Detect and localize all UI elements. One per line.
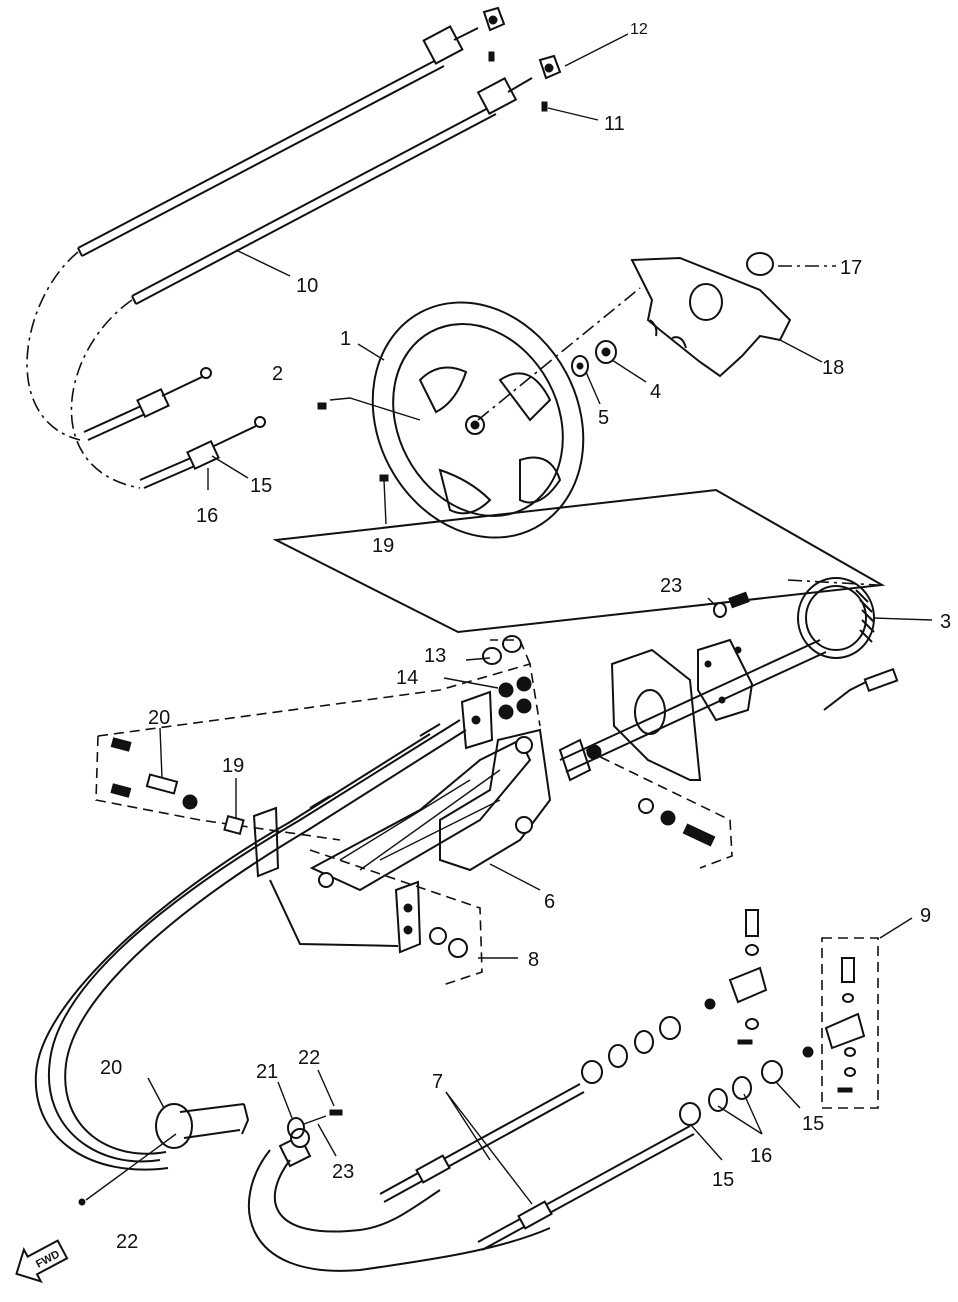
cable-end-hardware-lower — [679, 1046, 814, 1126]
steering-shaft — [559, 638, 827, 781]
decal — [746, 252, 774, 276]
label-part-11: 11 — [604, 113, 625, 135]
dashed-group-right — [585, 749, 733, 869]
label-part-19-left: 19 — [222, 755, 244, 777]
dashed-group-left — [95, 735, 341, 841]
dashed-group-8 — [309, 849, 483, 987]
label-part-19-top: 19 — [372, 535, 394, 557]
clevis-kit-9 — [824, 957, 866, 1093]
bolt-23-upper — [713, 591, 750, 618]
wheel-nut-washer — [571, 340, 617, 377]
forward-direction-badge: FWD — [15, 1239, 69, 1283]
upper-support-block — [460, 690, 494, 750]
steering-wheel — [371, 301, 585, 539]
label-part-10: 10 — [296, 275, 318, 297]
label-part-16-top: 16 — [196, 505, 218, 527]
label-part-21: 21 — [256, 1061, 278, 1083]
label-part-6: 6 — [544, 891, 555, 913]
label-part-23-top: 23 — [660, 575, 682, 597]
steering-bracket — [309, 728, 602, 892]
label-part-17: 17 — [840, 257, 862, 279]
label-part-22-lower: 22 — [116, 1231, 138, 1253]
part-2-screw — [317, 397, 421, 421]
label-part-2: 2 — [272, 363, 283, 385]
leader-lines — [147, 33, 933, 1161]
bolt-lower-right — [823, 667, 899, 711]
lower-fasteners — [78, 1109, 343, 1206]
cable-loop-lower — [247, 1083, 695, 1272]
label-part-20-left: 20 — [148, 707, 170, 729]
label-part-15-lower: 15 — [712, 1169, 734, 1191]
label-part-16-lower: 16 — [750, 1145, 772, 1167]
cable-end-hardware-upper — [581, 909, 768, 1084]
label-part-13: 13 — [424, 645, 446, 667]
throttle-cables-top — [26, 6, 562, 489]
part-number-labels: 12 11 10 17 1 2 18 4 5 15 16 19 23 3 13 … — [100, 21, 951, 1253]
label-part-1: 1 — [340, 328, 351, 350]
right-small-parts — [638, 798, 716, 847]
dashed-group-upper — [97, 662, 541, 737]
cable-clamp-block — [252, 806, 468, 958]
label-part-12: 12 — [630, 21, 648, 38]
label-part-15-right: 15 — [802, 1113, 824, 1135]
label-part-3: 3 — [940, 611, 951, 633]
cable-end-fitting-lower — [476, 54, 562, 115]
cable-grommet — [155, 1103, 250, 1149]
control-cables-routing — [34, 719, 467, 1171]
label-part-4: 4 — [650, 381, 661, 403]
label-part-8: 8 — [528, 949, 539, 971]
label-part-22-upper: 22 — [298, 1047, 320, 1069]
label-part-9: 9 — [920, 905, 931, 927]
label-part-18: 18 — [822, 357, 844, 379]
label-part-7: 7 — [432, 1071, 443, 1093]
reference-frame — [272, 488, 886, 634]
label-part-23-lower: 23 — [332, 1161, 354, 1183]
wheel-cover — [630, 256, 792, 378]
label-part-5: 5 — [598, 407, 609, 429]
cable-end-fitting-upper — [422, 6, 506, 65]
label-part-20-lower: 20 — [100, 1057, 122, 1079]
label-part-15-top: 15 — [250, 475, 272, 497]
left-bolts — [110, 737, 245, 836]
cable-lower-ends — [83, 367, 266, 489]
label-part-14: 14 — [396, 667, 418, 689]
